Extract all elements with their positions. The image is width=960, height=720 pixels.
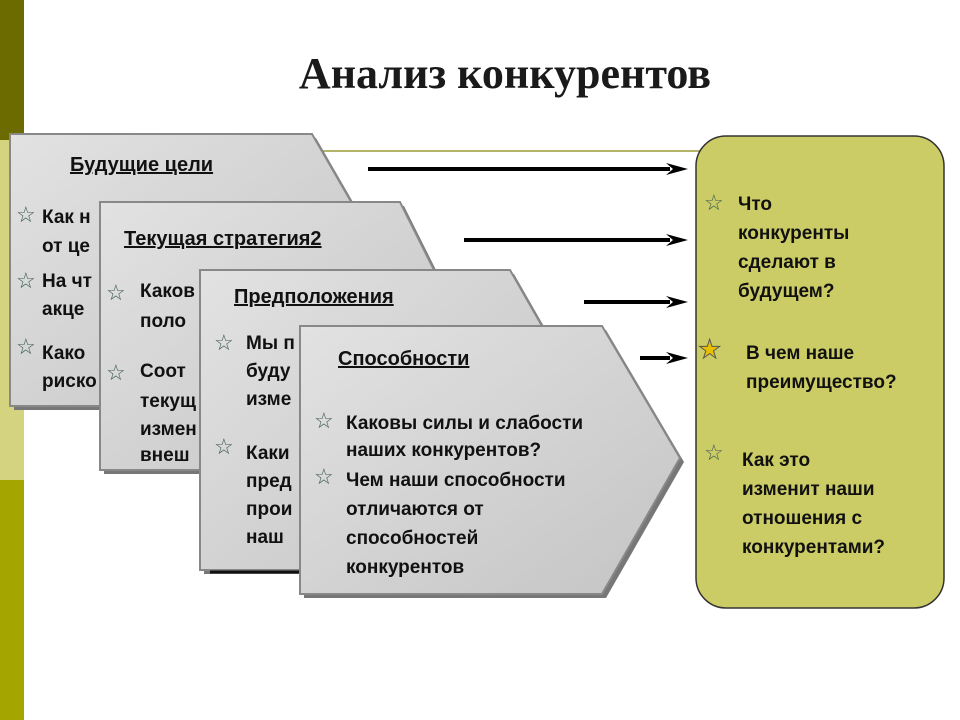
question-3-line: изменит наши (742, 479, 875, 500)
card-1-item: от це (42, 236, 90, 257)
question-1-line: Что (738, 194, 773, 215)
arrow-3 (584, 296, 688, 308)
card-3-item: прои (246, 499, 293, 520)
card-shape-4 (299, 325, 682, 595)
star-outline-icon: ☆ (16, 202, 36, 227)
card-2-title: Текущая стратегия2 (124, 228, 322, 250)
question-1-line: будущем? (738, 281, 835, 302)
card-4-item: Каковы силы и слабости (346, 413, 584, 434)
arrow-1 (368, 163, 688, 175)
arrow-4 (640, 352, 688, 364)
card-3-body: ☆ Мы п буду изме ☆ Каки пред прои наш (204, 326, 302, 566)
star-outline-icon: ☆ (106, 360, 126, 385)
divider-line (320, 150, 710, 152)
card-4-item: отличаются от (346, 499, 484, 520)
card-4-title: Способности (338, 348, 470, 370)
card-1-title: Будущие цели (70, 154, 214, 176)
card-1-item: Како (42, 343, 86, 364)
card-1-item: акце (42, 299, 85, 320)
side-strip-dark (0, 0, 24, 140)
card-1-item: Как н (42, 207, 91, 228)
card-4-item: способностей (346, 528, 479, 549)
star-outline-icon: ☆ (214, 434, 234, 459)
question-2-line: преимущество? (746, 372, 897, 393)
star-outline-icon: ☆ (214, 330, 234, 355)
question-3-line: Как это (742, 450, 811, 471)
question-3-line: отношения с (742, 508, 863, 529)
card-4-item: конкурентов (346, 557, 465, 578)
card-1-body: ☆ Как н от це ☆ На чт акце ☆ Како риско (14, 200, 106, 400)
card-3-item: Каки (246, 443, 290, 464)
card-3-item: буду (246, 361, 291, 382)
question-1-line: конкуренты (738, 223, 850, 244)
card-2-body: ☆ Каков поло ☆ Соот текущ измен внеш (104, 272, 200, 468)
star-outline-icon: ☆ (704, 190, 724, 215)
star-outline-icon: ☆ (16, 334, 36, 359)
star-gold-icon: ★ (697, 334, 722, 364)
star-outline-icon: ☆ (314, 408, 334, 433)
card-4-item: наших конкурентов? (346, 440, 542, 461)
arrow-2 (464, 234, 688, 246)
card-3-title: Предположения (234, 286, 394, 308)
star-outline-icon: ☆ (314, 464, 334, 489)
right-panel (695, 135, 945, 609)
question-3-line: конкурентами? (742, 537, 886, 558)
question-2-line: В чем наше (746, 343, 855, 364)
card-2-item: текущ (140, 391, 196, 412)
side-strip-mid (0, 480, 24, 720)
card-4-item: Чем наши способности (346, 470, 566, 491)
card-3-item: изме (246, 389, 292, 410)
question-1-line: сделают в (738, 252, 836, 273)
card-3-item: наш (246, 527, 284, 548)
star-outline-icon: ☆ (16, 268, 36, 293)
card-3-item: Мы п (246, 333, 295, 354)
card-3-item: пред (246, 471, 292, 492)
star-outline-icon: ☆ (704, 440, 724, 465)
card-2-item: Каков (140, 281, 195, 302)
card-1-item: риско (42, 371, 97, 392)
card-2-item: поло (140, 311, 187, 332)
card-2-item: измен (140, 419, 197, 440)
card-2-item: Соот (140, 361, 186, 382)
card-1-item: На чт (42, 271, 92, 292)
card-2-item: внеш (140, 445, 190, 466)
star-outline-icon: ☆ (106, 280, 126, 305)
page-title: Анализ конкурентов (298, 49, 712, 98)
